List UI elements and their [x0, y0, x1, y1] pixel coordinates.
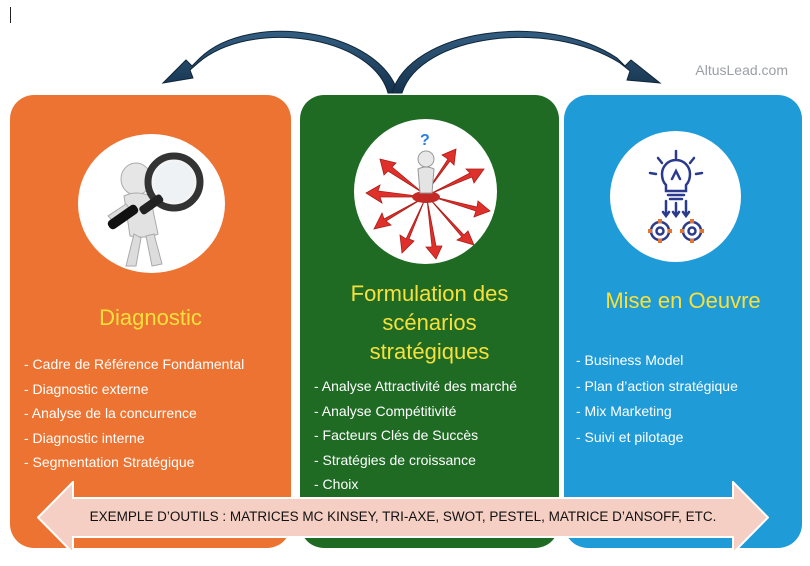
list-item: - Facteurs Clés de Succès	[314, 427, 479, 443]
list-item: - Choix	[314, 476, 359, 492]
watermark: AltusLead.com	[695, 62, 788, 78]
diagnostic-items: - Cadre de Référence Fondamental - Diagn…	[24, 352, 244, 475]
list-item: - Stratégies de croissance	[314, 451, 476, 468]
text-cursor	[10, 7, 11, 23]
panel-title: Diagnostic	[99, 305, 202, 330]
list-item: - Diagnostic interne	[24, 429, 145, 446]
magnifying-glass-figure-icon	[78, 134, 225, 273]
panel-formulation: ? Formulation des scénarios stratégiques…	[300, 95, 559, 548]
title-line: stratégiques	[369, 339, 490, 364]
list-item: - Plan d’action stratégique	[576, 377, 738, 394]
list-item: - Analyse Attractivité des marché	[314, 378, 518, 394]
mise-items: - Business Model - Plan d’action stratég…	[576, 348, 738, 450]
list-item: - Diagnostic externe	[24, 380, 149, 397]
list-item: - Analyse de la concurrence	[24, 405, 197, 421]
panel-diagnostic: Diagnostic - Cadre de Référence Fondamen…	[10, 95, 291, 548]
arrow-left-arc	[161, 30, 399, 94]
title-line: scénarios	[382, 310, 477, 335]
list-item: - Analyse Compétitivité	[314, 402, 457, 419]
formulation-items: - Analyse Attractivité des marché - Anal…	[314, 374, 517, 497]
panel-mise-en-oeuvre: Mise en Oeuvre - Business Model - Plan d…	[564, 95, 802, 548]
arrow-right-arc	[391, 30, 662, 94]
cycle-arrows	[161, 30, 662, 94]
lightbulb-gears-icon	[610, 131, 741, 262]
panel-title: Mise en Oeuvre	[605, 288, 761, 313]
svg-text:?: ?	[420, 132, 430, 149]
list-item: - Business Model	[576, 352, 684, 368]
panel-title: Formulation des scénarios stratégiques	[300, 279, 559, 366]
list-item: - Cadre de Référence Fondamental	[24, 356, 245, 372]
list-item: - Suivi et pilotage	[576, 428, 684, 445]
tools-banner-arrow: EXEMPLE D’OUTILS : MATRICES MC KINSEY, T…	[37, 481, 769, 554]
banner-text: EXEMPLE D’OUTILS : MATRICES MC KINSEY, T…	[89, 509, 717, 524]
title-line: Formulation des	[350, 281, 509, 306]
figure-with-arrows-icon: ?	[354, 119, 497, 264]
list-item: - Segmentation Stratégique	[24, 454, 195, 470]
list-item: - Mix Marketing	[576, 403, 672, 419]
